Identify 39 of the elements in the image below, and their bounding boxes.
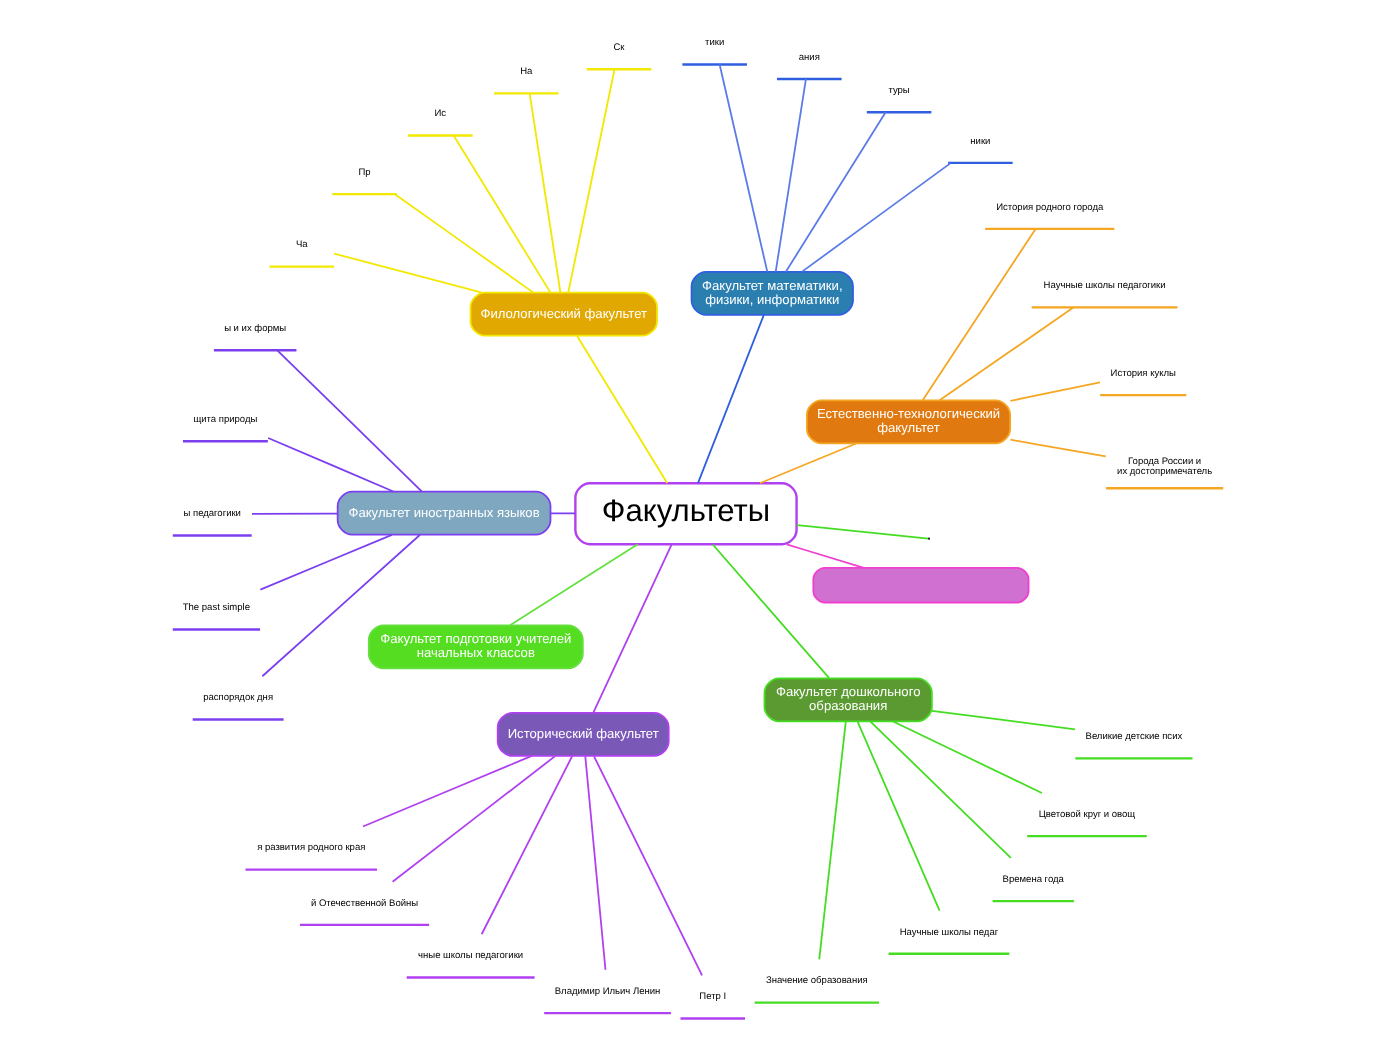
connector bbox=[548, 512, 576, 515]
connector bbox=[1008, 381, 1100, 402]
connector bbox=[451, 134, 551, 294]
connector bbox=[592, 755, 702, 977]
connector bbox=[527, 92, 561, 294]
connector bbox=[591, 543, 672, 714]
connector bbox=[794, 524, 929, 540]
connector bbox=[800, 162, 951, 273]
connector bbox=[390, 755, 555, 883]
connector bbox=[717, 63, 768, 273]
connector bbox=[784, 543, 864, 569]
connector bbox=[583, 755, 606, 971]
connector bbox=[855, 720, 940, 912]
connector bbox=[783, 111, 886, 273]
node-box bbox=[811, 566, 1029, 604]
connector bbox=[1008, 438, 1106, 458]
connector bbox=[575, 335, 668, 484]
connector bbox=[332, 252, 482, 294]
connector bbox=[868, 720, 1011, 859]
connector bbox=[566, 68, 615, 294]
connector bbox=[275, 349, 422, 493]
connector bbox=[250, 512, 338, 515]
connector bbox=[260, 533, 420, 678]
connector bbox=[773, 78, 806, 273]
connector bbox=[758, 442, 857, 485]
connector bbox=[937, 306, 1074, 402]
connector bbox=[817, 720, 846, 961]
connector bbox=[891, 720, 1042, 794]
connector bbox=[930, 709, 1075, 731]
connector bbox=[266, 437, 394, 493]
node-box: Факультеты bbox=[573, 482, 797, 546]
connector bbox=[258, 534, 392, 591]
connector bbox=[508, 543, 638, 627]
connector bbox=[696, 314, 764, 484]
connector bbox=[479, 755, 573, 936]
connector bbox=[361, 755, 532, 828]
connector bbox=[393, 193, 533, 294]
connector bbox=[710, 543, 829, 679]
connector bbox=[920, 228, 1036, 401]
